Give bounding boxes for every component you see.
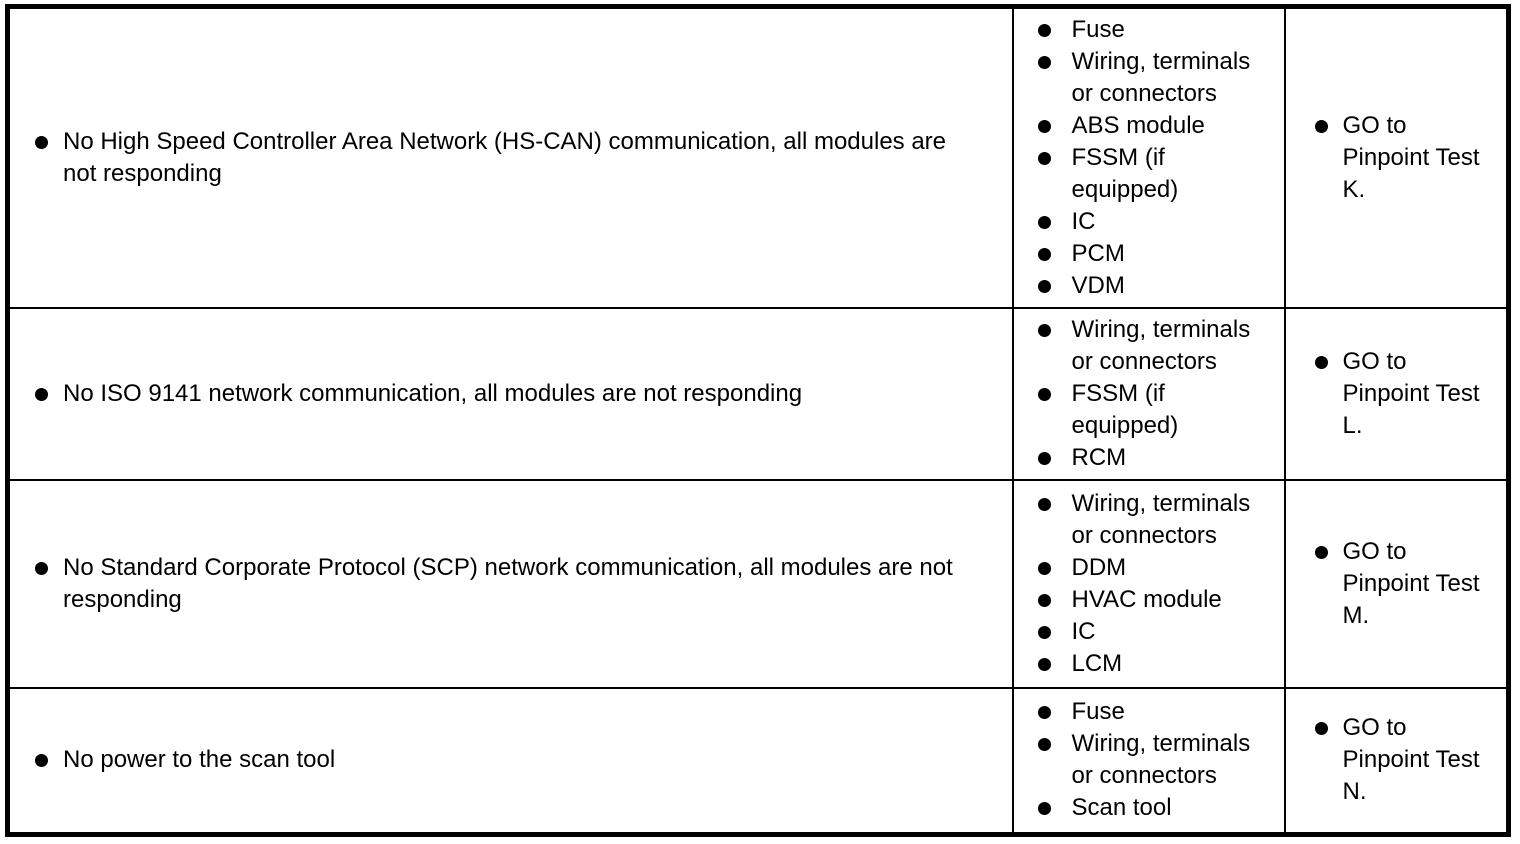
table-row: No power to the scan tool Fuse Wiring, t…: [6, 686, 1510, 836]
table-row: No Standard Corporate Protocol (SCP) net…: [6, 478, 1510, 689]
bullet-icon: [1037, 151, 1051, 165]
bullet-icon: [1037, 497, 1051, 511]
bullet-icon: [1314, 119, 1328, 133]
bullet-icon: [1037, 323, 1051, 337]
bullet-icon: [35, 387, 48, 401]
source-item: VDM: [1071, 271, 1125, 299]
bullet-icon: [1037, 247, 1051, 261]
symptom-cell: No Standard Corporate Protocol (SCP) net…: [6, 478, 1014, 689]
action-cell: GO to Pinpoint Test N.: [1283, 686, 1510, 836]
source-item: DDM: [1071, 553, 1127, 581]
source-item: Scan tool: [1071, 794, 1172, 822]
bullet-icon: [1037, 738, 1051, 752]
source-item: PCM: [1071, 239, 1125, 267]
symptom-cell: No ISO 9141 network communication, all m…: [6, 306, 1014, 481]
source-item: Wiring, terminals or connectors: [1071, 315, 1251, 375]
symptom-text: No ISO 9141 network communication, all m…: [63, 379, 803, 407]
action-text: GO to Pinpoint Test M.: [1342, 537, 1480, 629]
bullet-icon: [1037, 561, 1051, 575]
source-item: Wiring, terminals or connectors: [1071, 489, 1251, 549]
bullet-icon: [35, 754, 48, 768]
possible-sources-cell: Wiring, terminals or connectors DDM HVAC…: [1011, 478, 1286, 689]
bullet-icon: [1037, 55, 1051, 69]
source-item: FSSM (if equipped): [1071, 143, 1179, 203]
bullet-icon: [1037, 802, 1051, 816]
source-item: LCM: [1071, 649, 1123, 677]
bullet-icon: [1037, 706, 1051, 720]
bullet-icon: [1037, 119, 1051, 133]
bullet-icon: [1314, 355, 1328, 369]
bullet-icon: [1314, 722, 1328, 736]
action-cell: GO to Pinpoint Test M.: [1283, 478, 1510, 689]
source-item: FSSM (if equipped): [1071, 379, 1179, 439]
source-item: RCM: [1071, 443, 1127, 471]
source-item: HVAC module: [1071, 585, 1222, 613]
symptom-chart-table: No High Speed Controller Area Network (H…: [5, 4, 1511, 837]
bullet-icon: [1037, 387, 1051, 401]
action-cell: GO to Pinpoint Test L.: [1283, 306, 1510, 481]
symptom-text: No Standard Corporate Protocol (SCP) net…: [63, 553, 953, 613]
symptom-cell: No High Speed Controller Area Network (H…: [6, 5, 1014, 309]
bullet-icon: [35, 561, 48, 575]
bullet-icon: [1037, 657, 1051, 671]
bullet-icon: [1037, 279, 1051, 293]
bullet-icon: [1314, 545, 1328, 559]
bullet-icon: [1037, 625, 1051, 639]
action-cell: GO to Pinpoint Test K.: [1283, 5, 1510, 309]
bullet-icon: [1037, 23, 1051, 37]
source-item: IC: [1071, 207, 1096, 235]
symptom-cell: No power to the scan tool: [6, 686, 1014, 836]
bullet-icon: [1037, 451, 1051, 465]
table-row: No ISO 9141 network communication, all m…: [6, 306, 1510, 481]
bullet-icon: [35, 135, 48, 149]
source-item: Wiring, terminals or connectors: [1071, 47, 1251, 107]
source-item: IC: [1071, 617, 1096, 645]
action-text: GO to Pinpoint Test K.: [1342, 111, 1480, 203]
bullet-icon: [1037, 593, 1051, 607]
table-row: No High Speed Controller Area Network (H…: [6, 5, 1510, 309]
symptom-text: No High Speed Controller Area Network (H…: [63, 127, 947, 187]
possible-sources-cell: Fuse Wiring, terminals or connectors Sca…: [1011, 686, 1286, 836]
source-item: ABS module: [1071, 111, 1205, 139]
action-text: GO to Pinpoint Test L.: [1342, 347, 1480, 439]
possible-sources-cell: Wiring, terminals or connectors FSSM (if…: [1011, 306, 1286, 481]
possible-sources-cell: Fuse Wiring, terminals or connectors ABS…: [1011, 5, 1286, 309]
action-text: GO to Pinpoint Test N.: [1342, 714, 1480, 806]
source-item: Wiring, terminals or connectors: [1071, 730, 1251, 790]
source-item: Fuse: [1071, 698, 1125, 726]
bullet-icon: [1037, 215, 1051, 229]
source-item: Fuse: [1071, 15, 1125, 43]
symptom-text: No power to the scan tool: [63, 746, 336, 774]
